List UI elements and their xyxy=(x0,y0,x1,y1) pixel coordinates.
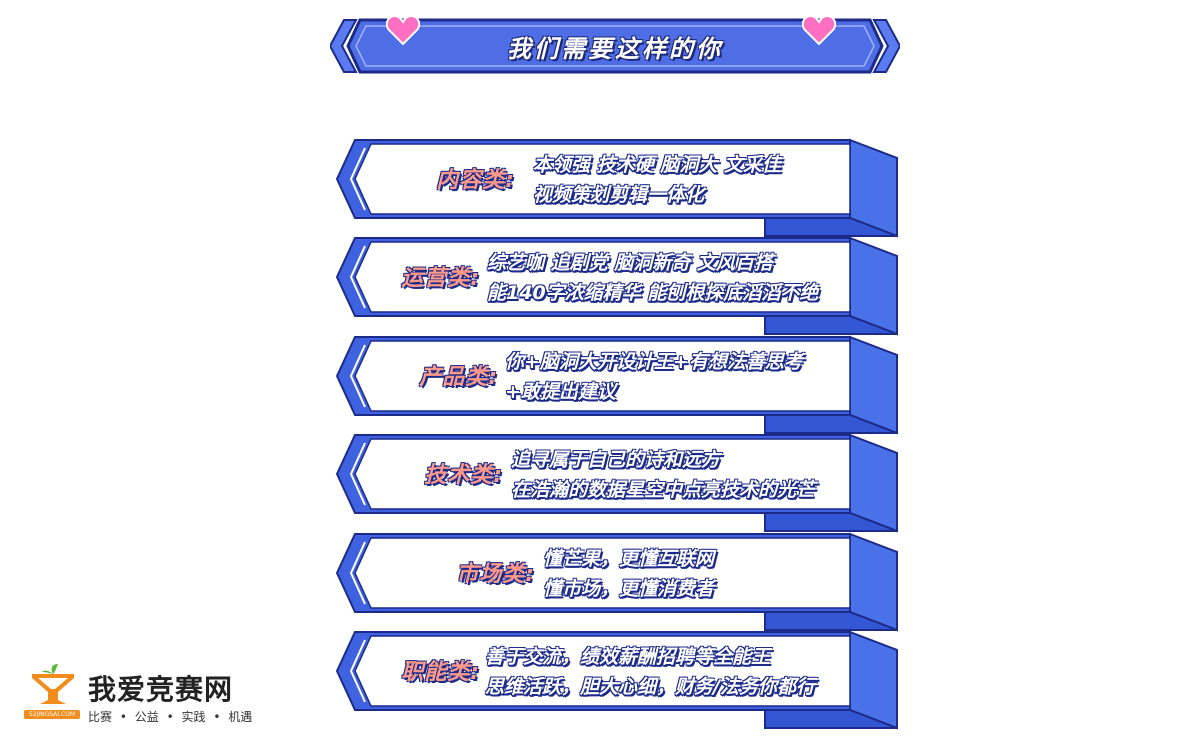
card-shape xyxy=(335,433,898,533)
role-card-function: 职能类: 善于交流，绩效薪酬招聘等全能王 思维活跃，胆大心细，财务/法务你都行 xyxy=(335,630,900,730)
banner-title: 我们需要这样的你 xyxy=(507,34,723,63)
card-line: 视频策划剪辑一体化 xyxy=(533,184,705,206)
logo-tag: 机遇 xyxy=(228,710,253,724)
card-line: 思维活跃，胆大心细，财务/法务你都行 xyxy=(485,676,815,698)
banner-shape xyxy=(330,18,900,74)
logo-tag-separator: • xyxy=(119,710,127,724)
card-description: 你+脑洞大开设计王+有想法善思考 +敢提出建议 xyxy=(505,347,803,407)
role-card-operation: 运营类: 综艺咖 追剧党 脑洞新奇 文风百搭 能140字浓缩精华 能刨根探底滔滔… xyxy=(335,236,900,336)
card-category-label: 产品类: xyxy=(419,365,498,390)
role-card-content: 内容类: 本领强 技术硬 脑洞大 文采佳 视频策划剪辑一体化 xyxy=(335,138,900,238)
role-card-tech: 技术类: 追寻属于自己的诗和远方 在浩瀚的数据星空中点亮技术的光芒 xyxy=(335,433,900,533)
card-category-label: 市场类: xyxy=(456,562,535,587)
card-line: 你+脑洞大开设计王+有想法善思考 xyxy=(505,351,803,373)
card-description: 善于交流，绩效薪酬招聘等全能王 思维活跃，胆大心细，财务/法务你都行 xyxy=(485,642,815,702)
role-card-product: 产品类: 你+脑洞大开设计王+有想法善思考 +敢提出建议 xyxy=(335,335,900,435)
card-description: 懂芒果，更懂互联网 懂市场，更懂消费者 xyxy=(543,544,714,604)
card-description: 本领强 技术硬 脑洞大 文采佳 视频策划剪辑一体化 xyxy=(533,150,781,210)
card-line: 能140字浓缩精华 能刨根探底滔滔不绝 xyxy=(487,282,819,304)
card-line: 懂芒果，更懂互联网 xyxy=(543,548,715,570)
card-category-label: 内容类: xyxy=(436,168,515,193)
card-category-label: 职能类: xyxy=(401,660,480,685)
logo-badge: 52JINGSAI.COM xyxy=(24,710,80,719)
card-line: +敢提出建议 xyxy=(505,381,616,403)
logo-tag: 实践 xyxy=(181,710,206,724)
card-shape xyxy=(335,630,898,730)
card-shape xyxy=(335,532,898,632)
logo-tag: 公益 xyxy=(134,710,159,724)
card-shape xyxy=(335,236,898,336)
card-line: 懂市场，更懂消费者 xyxy=(543,578,715,600)
logo-tagline: 比赛 • 公益 • 实践 • 机遇 xyxy=(88,708,256,725)
logo-tag: 比赛 xyxy=(88,710,113,724)
role-card-market: 市场类: 懂芒果，更懂互联网 懂市场，更懂消费者 xyxy=(335,532,900,632)
logo-title: 我爱竞赛网 xyxy=(88,673,234,706)
card-line: 追寻属于自己的诗和远方 xyxy=(511,449,721,471)
card-category-label: 运营类: xyxy=(401,266,480,291)
header-banner: 我们需要这样的你 xyxy=(330,14,900,78)
card-description: 综艺咖 追剧党 脑洞新奇 文风百搭 能140字浓缩精华 能刨根探底滔滔不绝 xyxy=(487,248,818,308)
card-shape xyxy=(335,335,898,435)
card-line: 综艺咖 追剧党 脑洞新奇 文风百搭 xyxy=(487,252,773,274)
card-line: 本领强 技术硬 脑洞大 文采佳 xyxy=(533,154,781,176)
heart-icon xyxy=(802,14,836,46)
card-description: 追寻属于自己的诗和远方 在浩瀚的数据星空中点亮技术的光芒 xyxy=(511,445,815,505)
card-shape xyxy=(335,138,898,238)
card-line: 善于交流，绩效薪酬招聘等全能王 xyxy=(485,646,771,668)
site-logo[interactable]: 52JINGSAI.COM 我爱竞赛网 比赛 • 公益 • 实践 • 机遇 xyxy=(24,664,264,726)
card-line: 在浩瀚的数据星空中点亮技术的光芒 xyxy=(511,479,816,501)
logo-tag-separator: • xyxy=(166,710,174,724)
trophy-icon xyxy=(32,664,74,704)
heart-icon xyxy=(386,14,420,46)
card-category-label: 技术类: xyxy=(424,463,503,488)
logo-tag-separator: • xyxy=(213,710,221,724)
